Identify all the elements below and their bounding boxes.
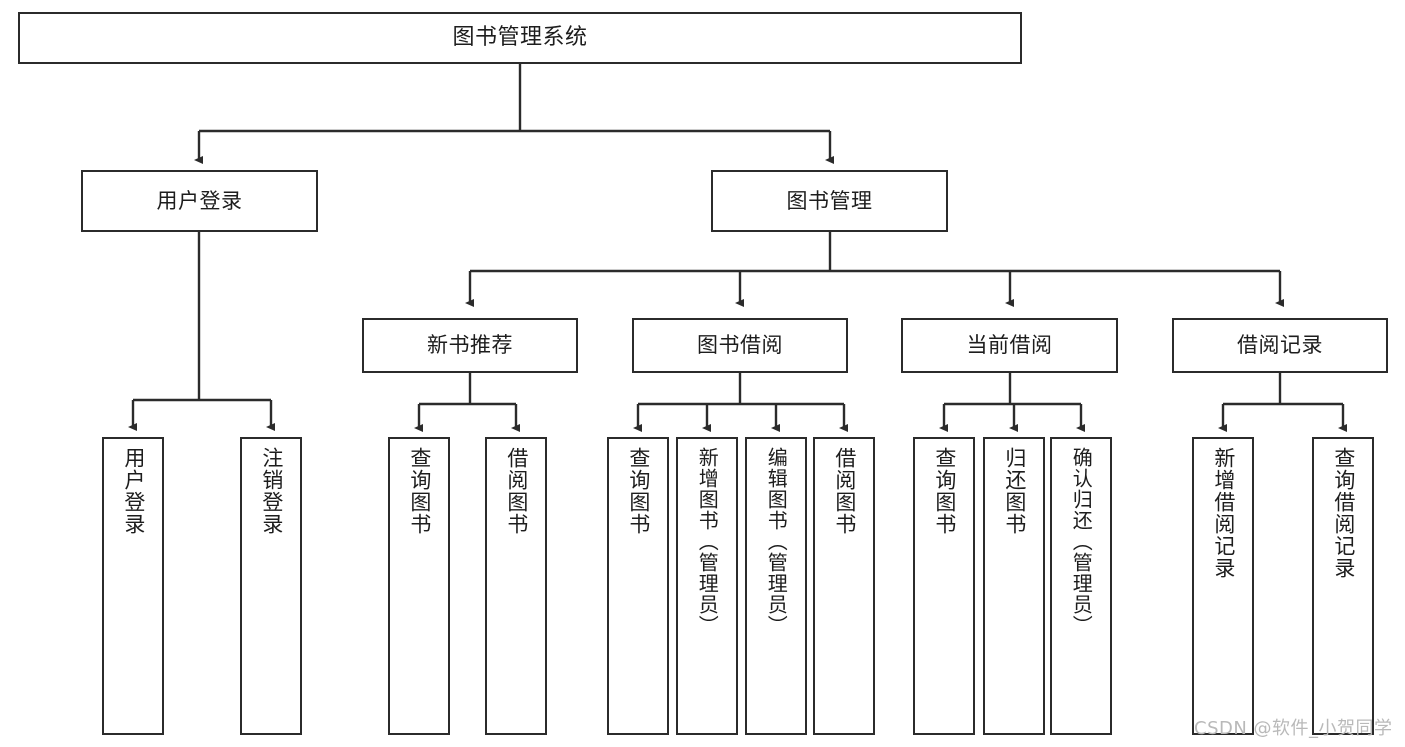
node-label: 借阅记录 [1237, 333, 1323, 358]
leaf-query-book-borrow[interactable]: 查询图书 [607, 437, 669, 735]
node-current-borrow[interactable]: 当前借阅 [901, 318, 1118, 373]
leaf-add-borrow-record[interactable]: 新增借阅记录 [1192, 437, 1254, 735]
leaf-label: 归还图书 [1002, 447, 1027, 535]
csdn-watermark: CSDN @软件_小贺同学 [1194, 718, 1393, 739]
leaf-borrow-book-recommend[interactable]: 借阅图书 [485, 437, 547, 735]
leaf-return-book[interactable]: 归还图书 [983, 437, 1045, 735]
node-user-login[interactable]: 用户登录 [81, 170, 318, 232]
leaf-logout[interactable]: 注销登录 [240, 437, 302, 735]
leaf-label: 确认归还（管理员） [1069, 447, 1094, 636]
leaf-label: 查询借阅记录 [1331, 447, 1356, 579]
node-label: 图书借阅 [697, 333, 783, 358]
leaf-label: 编辑图书（管理员） [764, 447, 789, 636]
leaf-query-borrow-record[interactable]: 查询借阅记录 [1312, 437, 1374, 735]
leaf-label: 查询图书 [626, 447, 651, 535]
leaf-query-book-recommend[interactable]: 查询图书 [388, 437, 450, 735]
leaf-label: 新增借阅记录 [1211, 447, 1236, 579]
leaf-label: 查询图书 [932, 447, 957, 535]
node-label: 用户登录 [156, 188, 243, 213]
node-borrow-record[interactable]: 借阅记录 [1172, 318, 1388, 373]
leaf-label: 借阅图书 [832, 447, 857, 535]
node-book-borrow[interactable]: 图书借阅 [632, 318, 848, 373]
leaf-label: 新增图书（管理员） [695, 447, 720, 636]
node-new-book-recommend[interactable]: 新书推荐 [362, 318, 578, 373]
node-label: 图书管理系统 [452, 25, 588, 51]
leaf-label: 用户登录 [121, 447, 146, 535]
leaf-label: 注销登录 [259, 447, 284, 535]
node-label: 当前借阅 [966, 333, 1053, 358]
leaf-label: 借阅图书 [504, 447, 529, 535]
node-label: 图书管理 [786, 188, 873, 213]
leaf-label: 查询图书 [407, 447, 432, 535]
leaf-edit-book-admin[interactable]: 编辑图书（管理员） [745, 437, 807, 735]
node-book-management[interactable]: 图书管理 [711, 170, 948, 232]
leaf-confirm-return-admin[interactable]: 确认归还（管理员） [1050, 437, 1112, 735]
leaf-user-login[interactable]: 用户登录 [102, 437, 164, 735]
leaf-borrow-book[interactable]: 借阅图书 [813, 437, 875, 735]
node-label: 新书推荐 [427, 333, 513, 358]
leaf-query-book-current[interactable]: 查询图书 [913, 437, 975, 735]
leaf-add-book-admin[interactable]: 新增图书（管理员） [676, 437, 738, 735]
node-root-library-system[interactable]: 图书管理系统 [18, 12, 1022, 64]
